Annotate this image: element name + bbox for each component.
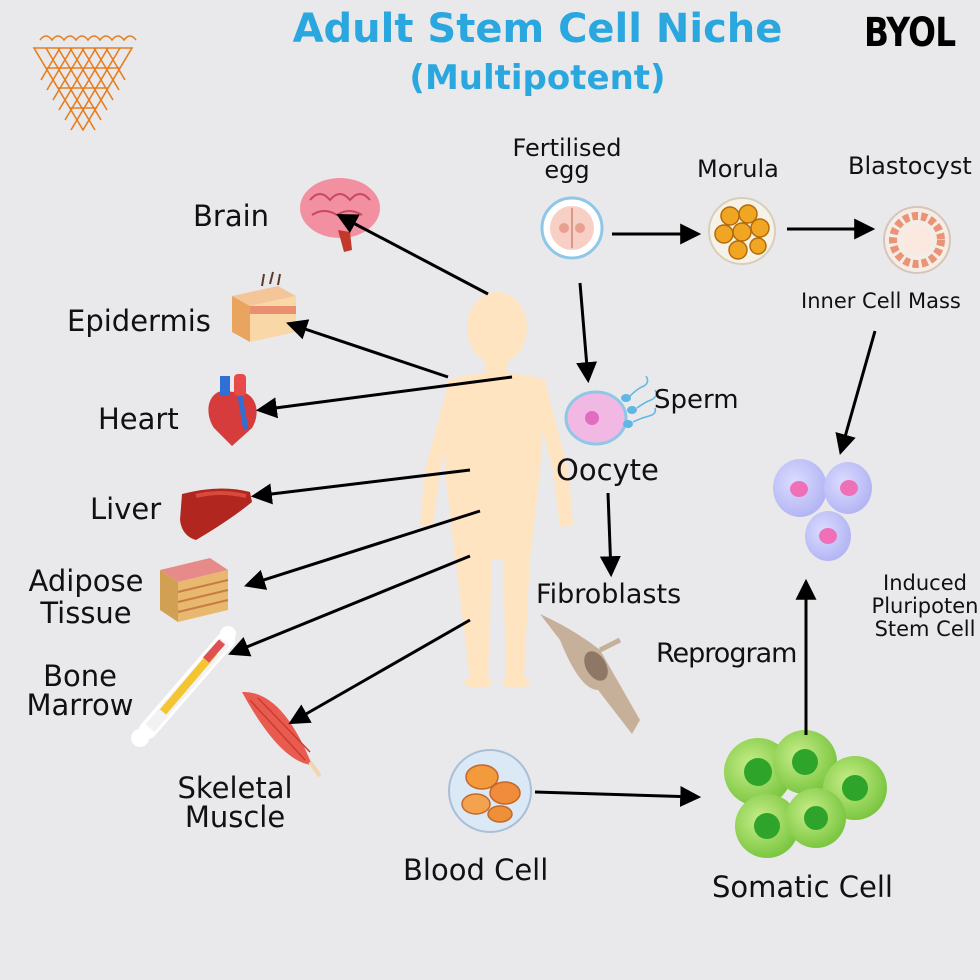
arrows	[228, 214, 877, 807]
somatic-cell-icon	[724, 730, 887, 858]
arrow-to-bone-marrow	[228, 554, 471, 657]
arrow-to-skeletal-muscle	[288, 618, 471, 725]
label-fertilised-line2: egg	[544, 156, 590, 184]
label-liver: Liver	[90, 492, 162, 526]
arrow-icm-to-ipsc	[835, 330, 877, 456]
brain-icon	[300, 178, 380, 252]
muscle-icon	[242, 691, 322, 778]
label-fertilised-line1: Fertilised	[512, 134, 622, 162]
blood-cell-icon	[448, 749, 532, 833]
label-brain: Brain	[193, 199, 270, 233]
blastocyst-icon	[883, 206, 951, 274]
skin-icon	[232, 271, 296, 342]
label-skeletal-line1: Skeletal	[177, 771, 293, 805]
label-somatic-cell: Somatic Cell	[712, 870, 893, 904]
oocyte-icon	[564, 390, 628, 446]
label-fibroblasts: Fibroblasts	[536, 579, 682, 610]
label-epidermis: Epidermis	[67, 304, 211, 338]
label-bone-line1: Bone	[43, 659, 117, 693]
brand-logo-text: BYOL	[864, 10, 956, 56]
heart-icon	[208, 374, 257, 446]
diagram-title: Adult Stem Cell Niche	[292, 6, 783, 52]
arrow-egg-to-oocyte	[576, 282, 598, 384]
label-reprogram: Reprogram	[656, 638, 797, 669]
label-fertilised-egg: Fertilised egg	[506, 134, 628, 184]
label-adipose-line1: Adipose	[28, 564, 144, 598]
label-blastocyst: Blastocyst	[848, 152, 972, 180]
label-ipsc-line3: Stem Cell	[874, 617, 976, 641]
diagram-subtitle: (Multipotent)	[409, 58, 666, 98]
label-adipose-tissue: Adipose Tissue	[24, 565, 148, 629]
label-bone-marrow: Bone Marrow	[16, 662, 144, 720]
arrow-to-heart	[255, 375, 513, 419]
label-skeletal-muscle: Skeletal Muscle	[168, 774, 302, 832]
label-skeletal-line2: Muscle	[184, 800, 286, 834]
bone-icon	[131, 626, 236, 747]
arrow-to-epidermis	[286, 319, 449, 379]
arrow-blood-to-somatic	[534, 785, 702, 807]
arrow-to-liver	[250, 468, 471, 505]
egg-icon	[540, 196, 604, 260]
ipsc-icon	[773, 459, 872, 561]
sperm-icon	[621, 375, 658, 428]
triangle-logo-icon	[32, 35, 137, 132]
label-sperm: Sperm	[654, 385, 739, 415]
label-bone-line2: Marrow	[26, 688, 134, 722]
liver-icon	[180, 488, 252, 540]
label-oocyte: Oocyte	[556, 453, 659, 487]
human-body-icon	[420, 292, 573, 688]
arrow-oocyte-to-fibroblasts	[599, 492, 621, 578]
label-inner-cell-mass: Inner Cell Mass	[801, 289, 961, 313]
label-blood-cell: Blood Cell	[403, 853, 549, 887]
label-induced-pluripotent: Induced Pluripoten Stem Cell	[860, 572, 980, 641]
arrow-to-adipose	[243, 509, 481, 590]
label-ipsc-line2: Pluripoten	[871, 594, 979, 618]
label-ipsc-line1: Induced	[883, 571, 967, 595]
label-adipose-line2: Tissue	[40, 596, 132, 630]
morula-icon	[708, 197, 776, 265]
label-heart: Heart	[98, 402, 179, 436]
fibroblast-icon	[540, 614, 640, 734]
label-morula: Morula	[697, 155, 779, 183]
adipose-icon	[160, 558, 229, 622]
arrow-to-brain	[336, 214, 489, 296]
